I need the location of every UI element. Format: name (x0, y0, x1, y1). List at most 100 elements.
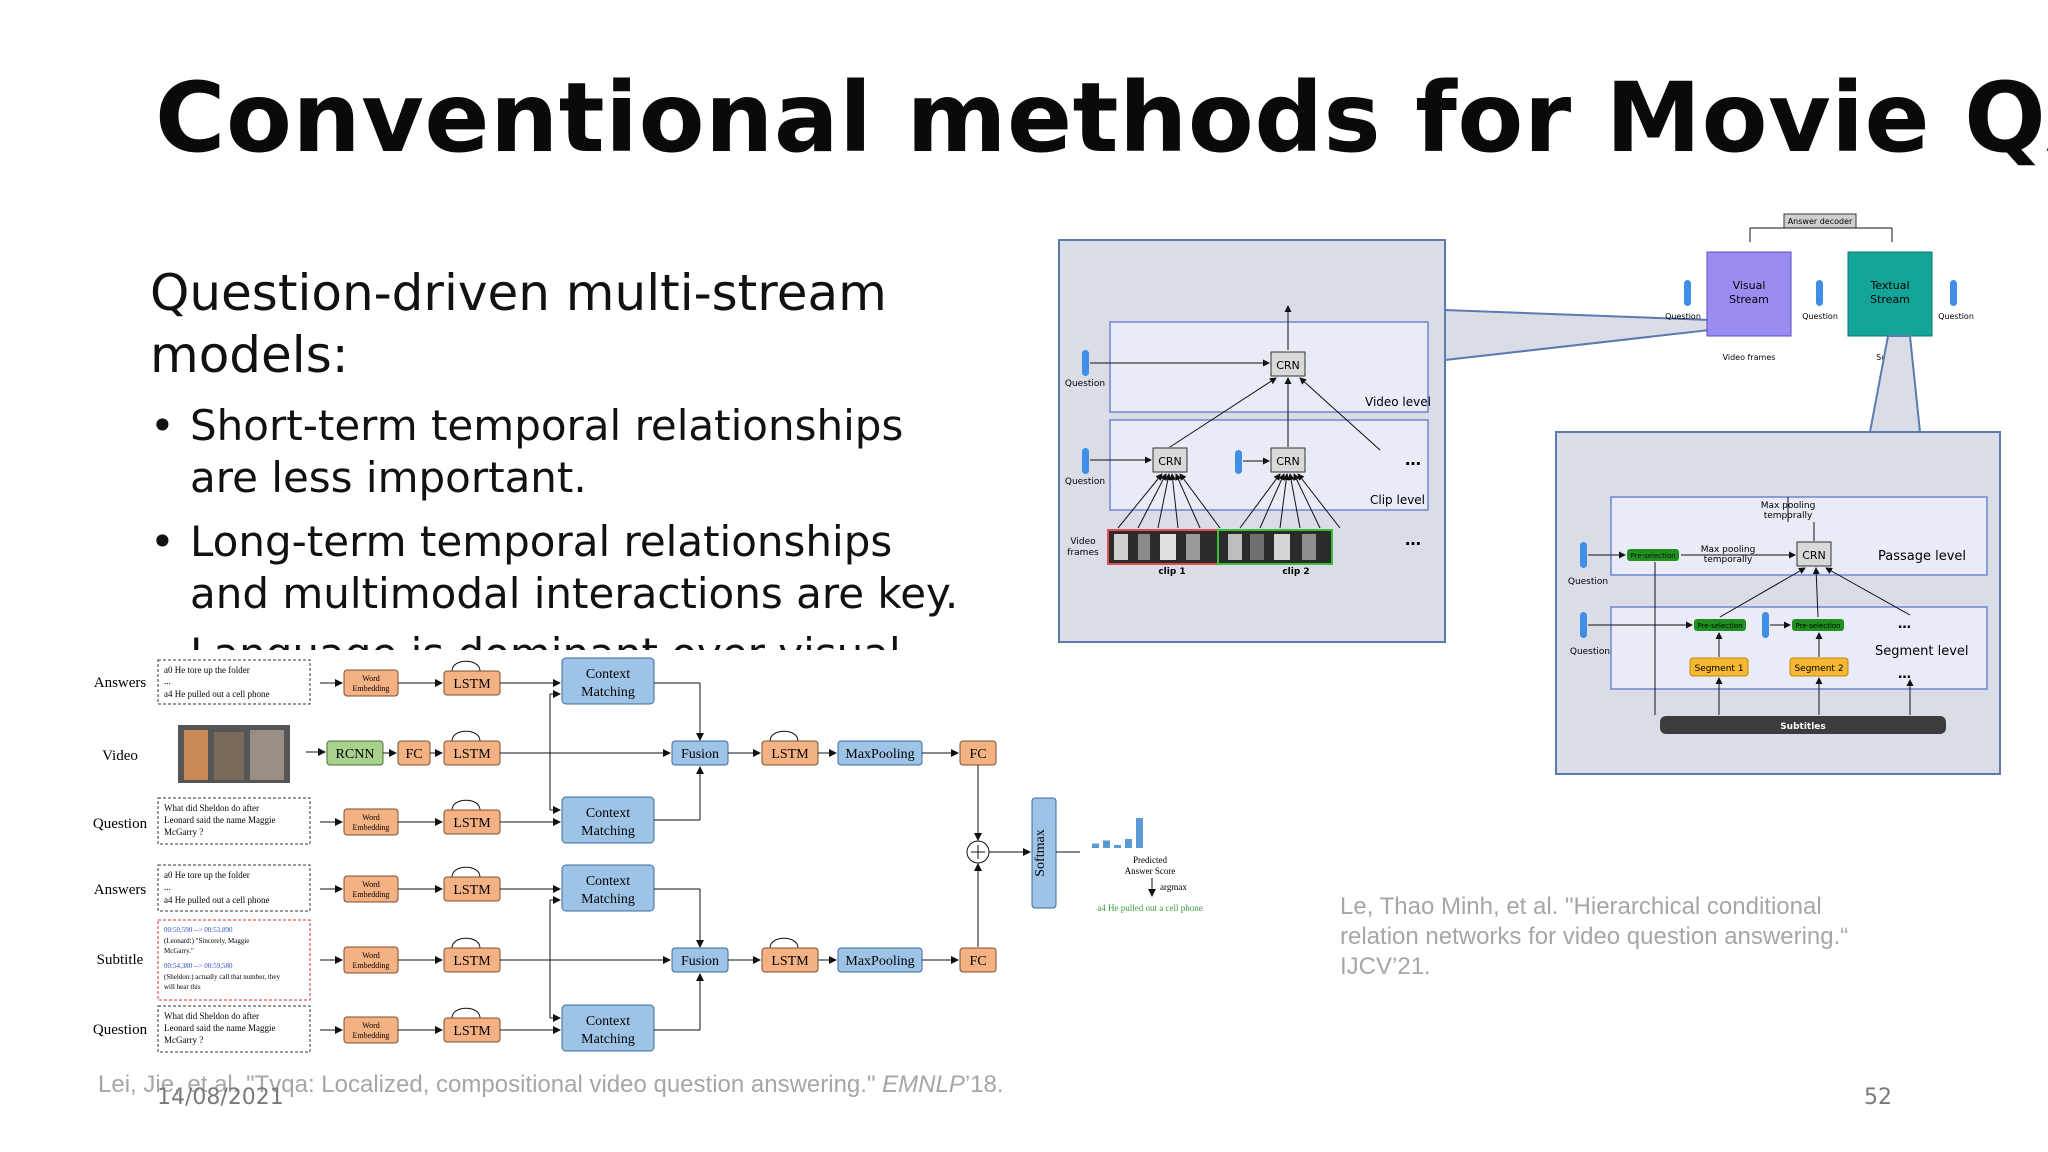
score-bar (1125, 839, 1132, 848)
row-label-answers: Answers (94, 882, 147, 898)
svg-text:Context: Context (586, 806, 630, 821)
svg-text:a0 He tore up the folder: a0 He tore up the folder (164, 870, 250, 880)
answer-score-bars (1092, 818, 1143, 848)
citation-tvqa-venue: EMNLP (882, 1071, 965, 1098)
final-answer-label: a4 He pulled out a cell phone (1097, 903, 1202, 913)
svg-text:Embedding: Embedding (353, 823, 390, 832)
max-pooling-label: temporally (1704, 555, 1753, 565)
crn-box (1796, 541, 1832, 567)
citation-tvqa-year: ’18. (964, 1071, 1004, 1098)
lstm-box: LSTM (443, 660, 501, 696)
question-pill (1950, 280, 1957, 306)
fusion-box: Fusion (671, 947, 729, 973)
score-bar (1136, 818, 1143, 848)
lstm-box: LSTM (761, 937, 819, 973)
bullet-glyph: • (150, 517, 175, 566)
question-pill (1816, 280, 1823, 306)
textual-stream-label: Textual (1869, 279, 1909, 292)
svg-text:Softmax: Softmax (1033, 829, 1048, 876)
svg-text:Context: Context (586, 1014, 630, 1029)
row-label-subtitle: Subtitle (97, 952, 144, 968)
video-frames-label: frames (1067, 548, 1099, 558)
question-input-box: What did Sheldon do after Leonard said t… (157, 1005, 311, 1053)
svg-text:MaxPooling: MaxPooling (845, 954, 914, 969)
subtitles-bar (1660, 716, 1946, 734)
svg-text:Word: Word (362, 674, 380, 683)
svg-text:LSTM: LSTM (453, 747, 491, 762)
question-label: Question (1802, 312, 1838, 321)
video-level-label: Video level (1365, 395, 1431, 409)
context-matching-box: Context Matching (561, 657, 655, 705)
row-label-question: Question (93, 816, 148, 832)
svg-text:Embedding: Embedding (353, 1031, 390, 1040)
row-label-video: Video (102, 748, 138, 764)
crn-label: CRN (1158, 455, 1182, 468)
bullet-item: • Long-term temporal relationships and m… (150, 516, 970, 620)
svg-text:LSTM: LSTM (771, 747, 809, 762)
svg-text:LSTM: LSTM (771, 954, 809, 969)
lstm-box: LSTM (443, 937, 501, 973)
svg-text:Context: Context (586, 667, 630, 682)
svg-text:Embedding: Embedding (353, 890, 390, 899)
score-bar (1114, 845, 1121, 848)
lstm-box: LSTM (443, 730, 501, 766)
visual-stream-label: Visual (1733, 279, 1766, 292)
svg-text:LSTM: LSTM (453, 677, 491, 692)
svg-text:Matching: Matching (581, 824, 635, 839)
visual-stream-box (1706, 251, 1792, 337)
svg-text:MaxPooling: MaxPooling (845, 747, 914, 762)
segment-level-label: Segment level (1875, 644, 1969, 659)
svg-text:Embedding: Embedding (353, 961, 390, 970)
question-pill (1235, 450, 1242, 474)
tvqa-architecture-figure: Answers Video Question Answers Subtitle … (93, 657, 1203, 1053)
rcnn-box: RCNN (326, 740, 384, 766)
ellipsis: … (1405, 450, 1421, 469)
svg-text:(Sheldon:) actually call that: (Sheldon:) actually call that number, th… (164, 973, 280, 981)
fc-box: FC (397, 740, 431, 766)
ellipsis: … (1898, 617, 1911, 632)
svg-text:a4 He pulled out a cell phone: a4 He pulled out a cell phone (164, 895, 269, 905)
svg-text:LSTM: LSTM (453, 883, 491, 898)
citation-tvqa: Lei, Jie, et al. "Tvqa: Localized, compo… (98, 1070, 1004, 1100)
callout-textual (1868, 335, 1922, 433)
question-pill (1762, 612, 1769, 638)
score-bar (1103, 840, 1110, 848)
argmax-label: argmax (1160, 882, 1187, 892)
preselection-box (1694, 619, 1746, 631)
svg-text:Leonard said the name Maggie: Leonard said the name Maggie (164, 1023, 275, 1033)
segment2-label: Segment 2 (1794, 664, 1843, 674)
svg-text:Context: Context (586, 874, 630, 889)
svg-text:00:50,590 --> 00:53,890: 00:50,590 --> 00:53,890 (164, 926, 233, 934)
predicted-label: Predicted (1133, 855, 1167, 865)
svg-text:Fusion: Fusion (681, 747, 719, 762)
preselection-label: Pre-selection (1795, 622, 1840, 630)
svg-text:FC: FC (969, 747, 986, 762)
clip2-label: clip 2 (1282, 567, 1309, 577)
svg-text:00:54,380 --> 00:59,580: 00:54,380 --> 00:59,580 (164, 962, 233, 970)
question-pill (1684, 280, 1691, 306)
svg-text:FC: FC (405, 747, 422, 762)
question-label: Question (1065, 379, 1105, 389)
crn-label: CRN (1276, 455, 1300, 468)
clip1-label: clip 1 (1158, 567, 1185, 577)
question-label: Question (1570, 647, 1610, 657)
subtitles-label: Subtitles (1780, 722, 1826, 732)
answers-input-box: a0 He tore up the folder ... a4 He pulle… (157, 864, 311, 912)
svg-text:LSTM: LSTM (453, 816, 491, 831)
question-pill (1580, 612, 1587, 638)
svg-text:a0 He tore up the folder: a0 He tore up the folder (164, 665, 250, 675)
bullet-glyph: • (150, 401, 175, 450)
svg-text:McGarry.": McGarry." (164, 947, 194, 955)
ellipsis: … (1405, 530, 1421, 549)
svg-text:...: ... (164, 676, 171, 686)
lstm-box: LSTM (443, 866, 501, 902)
answers-input-box: a0 He tore up the folder ... a4 He pulle… (157, 659, 311, 705)
question-input-box: What did Sheldon do after Leonard said t… (157, 797, 311, 845)
svg-text:What did Sheldon do after: What did Sheldon do after (164, 1011, 259, 1021)
fc-box: FC (959, 947, 997, 973)
slide-date: 14/08/2021 (157, 1085, 284, 1110)
segment2-box (1789, 657, 1849, 677)
svg-text:Word: Word (362, 813, 380, 822)
clipped-bullet-text: Language is dominant over visual (150, 628, 901, 650)
svg-text:What did Sheldon do after: What did Sheldon do after (164, 803, 259, 813)
